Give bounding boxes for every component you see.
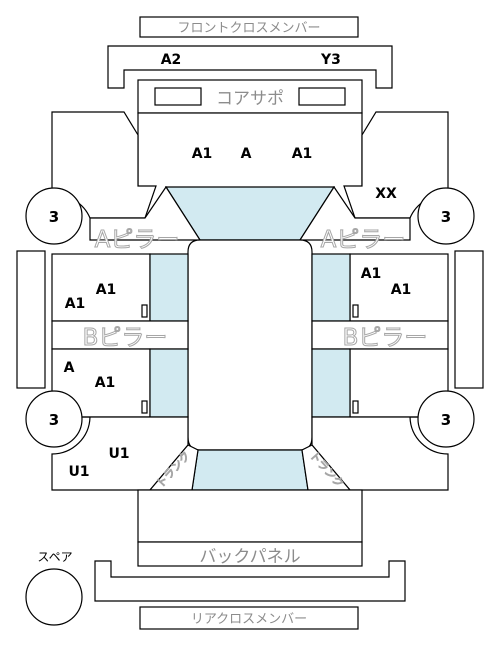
a-pillar-right[interactable]: Aピラー	[298, 185, 411, 254]
hood-left-code: A1	[192, 146, 213, 162]
hood-center-code: A	[241, 146, 252, 162]
rear-quarter-left-code-upper: U1	[108, 446, 129, 462]
trunk-lid[interactable]	[137, 489, 363, 543]
a-pillar-left-label: Aピラー	[95, 227, 180, 253]
wheel-rear-left[interactable]: 3	[25, 390, 83, 448]
side-member-right[interactable]	[454, 250, 484, 389]
hood-right-code: A1	[292, 146, 313, 162]
front-door-right-code-upper: A1	[361, 266, 382, 282]
front-door-left[interactable]	[51, 253, 151, 322]
rear-window-left[interactable]	[149, 348, 189, 418]
front-door-left-code-lower: A1	[65, 296, 86, 312]
front-door-right-code-lower: A1	[391, 282, 412, 298]
rear-door-left-handle[interactable]	[141, 400, 148, 414]
rear-door-right-handle[interactable]	[352, 400, 359, 414]
wheel-rear-left-code: 3	[49, 411, 59, 429]
front-bumper-left-code: A2	[161, 52, 182, 68]
wheel-front-left-code: 3	[49, 208, 59, 226]
rear-cross-member-label: リアクロスメンバー	[191, 612, 307, 627]
wheel-front-left[interactable]: 3	[25, 187, 83, 245]
front-door-left-handle[interactable]	[141, 304, 148, 318]
rear-bumper[interactable]	[94, 560, 406, 602]
roof-panel[interactable]	[187, 239, 313, 451]
wheel-rear-right[interactable]: 3	[417, 390, 475, 448]
back-panel[interactable]: バックパネル	[137, 541, 363, 567]
a-pillar-right-label: Aピラー	[321, 227, 406, 253]
spare-tire[interactable]	[25, 568, 83, 626]
front-door-right[interactable]	[349, 253, 449, 322]
back-panel-label: バックパネル	[199, 547, 300, 567]
headlight-right[interactable]	[298, 87, 346, 106]
b-pillar-right[interactable]: Bピラー	[311, 320, 449, 352]
core-support-label: コアサポ	[216, 89, 284, 109]
front-window-right[interactable]	[311, 253, 351, 322]
wheel-front-right[interactable]: 3	[417, 187, 475, 245]
rear-door-left-code-lower: A1	[95, 375, 116, 391]
b-pillar-right-label: Bピラー	[343, 325, 428, 351]
front-bumper-right-code: Y3	[320, 52, 341, 68]
headlight-left[interactable]	[154, 87, 202, 106]
b-pillar-left[interactable]: Bピラー	[51, 320, 189, 352]
front-bumper[interactable]	[107, 45, 393, 89]
rear-cross-member-panel[interactable]: リアクロスメンバー	[139, 606, 359, 630]
b-pillar-left-label: Bピラー	[83, 325, 168, 351]
front-window-left[interactable]	[149, 253, 189, 322]
wheel-rear-right-code: 3	[441, 411, 451, 429]
a-pillar-left[interactable]: Aピラー	[89, 185, 202, 254]
spare-tire-label: スペア	[37, 550, 72, 564]
wheel-front-right-code: 3	[441, 208, 451, 226]
side-member-left[interactable]	[16, 250, 46, 389]
front-door-left-code-upper: A1	[96, 282, 117, 298]
front-cross-member-label: フロントクロスメンバー	[177, 21, 320, 36]
front-fender-right-code: XX	[375, 186, 397, 202]
rear-door-left-code-upper: A	[64, 360, 75, 376]
front-door-right-handle[interactable]	[352, 304, 359, 318]
front-cross-member-panel[interactable]: フロントクロスメンバー	[139, 16, 359, 38]
rear-window-right[interactable]	[311, 348, 351, 418]
rear-window[interactable]	[191, 449, 309, 491]
rear-quarter-left-code-lower: U1	[68, 464, 89, 480]
